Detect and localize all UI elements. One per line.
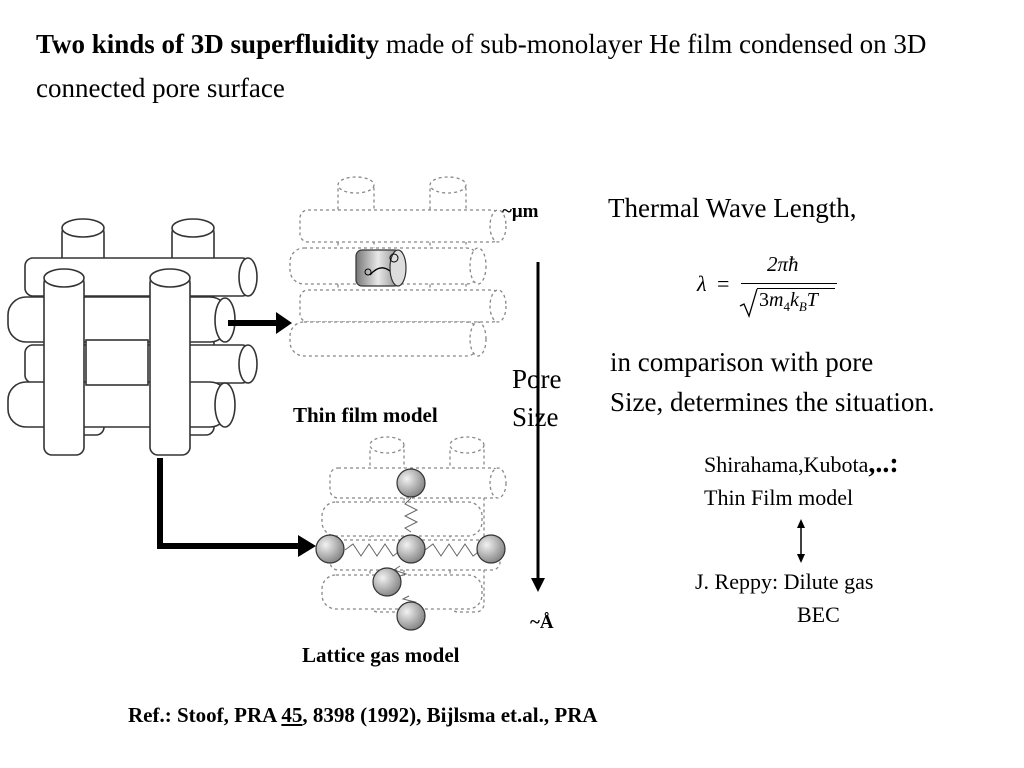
reference-line: Ref.: Stoof, PRA 45, 8398 (1992), Bijlsm… [128,703,598,728]
reppy-line2: BEC [797,602,840,627]
reference-suffix: , 8398 (1992), Bijlsma et.al., PRA [302,703,598,727]
reference-prefix: Ref.: Stoof, PRA [128,703,282,727]
formula-m-sub: 4 [783,299,790,314]
formula-k-sub: B [798,299,807,314]
formula-lambda: λ [697,271,707,296]
lattice-gas-network [315,436,507,631]
thermal-wave-length-text: Thermal Wave Length, [608,193,857,223]
scale-bottom-label: ~Å [530,612,554,633]
double-arrow [797,519,805,563]
formula-sqrt-bar [757,288,835,289]
formula-sqrt-sign [739,288,758,318]
pore-size-label-line2: Size [512,402,559,432]
comparison-line2: Size, determines the situation. [610,387,935,417]
formula-denominator: 3m4kBT [759,289,818,315]
pore-size-label-line1: Pore [512,364,562,394]
lattice-gas-model-label: Lattice gas model [302,643,460,667]
scale-top-label: ~μm [502,201,539,222]
slide-title: Two kinds of 3D superfluidity made of su… [36,22,996,110]
thermal-wavelength-formula: λ = 2πħ 3m4kBT [697,252,847,322]
shirahama-suffix: ,..: [868,448,899,479]
formula-m: m [769,289,784,311]
shirahama-kubota-text: Shirahama,Kubota,..: [704,448,899,481]
model-arrows [157,312,316,557]
reppy-line1: J. Reppy: Dilute gas [695,569,874,594]
formula-k: k [789,289,799,311]
formula-t: T [806,289,818,311]
formula-fraction-bar [741,283,837,284]
reference-volume: 45 [281,703,303,727]
formula-numerator: 2πħ [767,252,799,276]
thin-film-model-text: Thin Film model [704,485,854,510]
comparison-line1: in comparison with pore [610,347,874,377]
thin-film-model-label: Thin film model [293,403,438,427]
formula-coef: 3 [759,289,769,311]
shirahama-name: Shirahama,Kubota [704,452,869,477]
formula-equals: = [717,271,730,296]
title-rest: made of sub-monolayer He film condensed … [36,29,927,103]
thin-film-network [289,176,507,357]
title-bold: Two kinds of 3D superfluidity [36,29,380,59]
pore-size-arrow [531,262,545,592]
pore-network-3d [7,218,258,456]
